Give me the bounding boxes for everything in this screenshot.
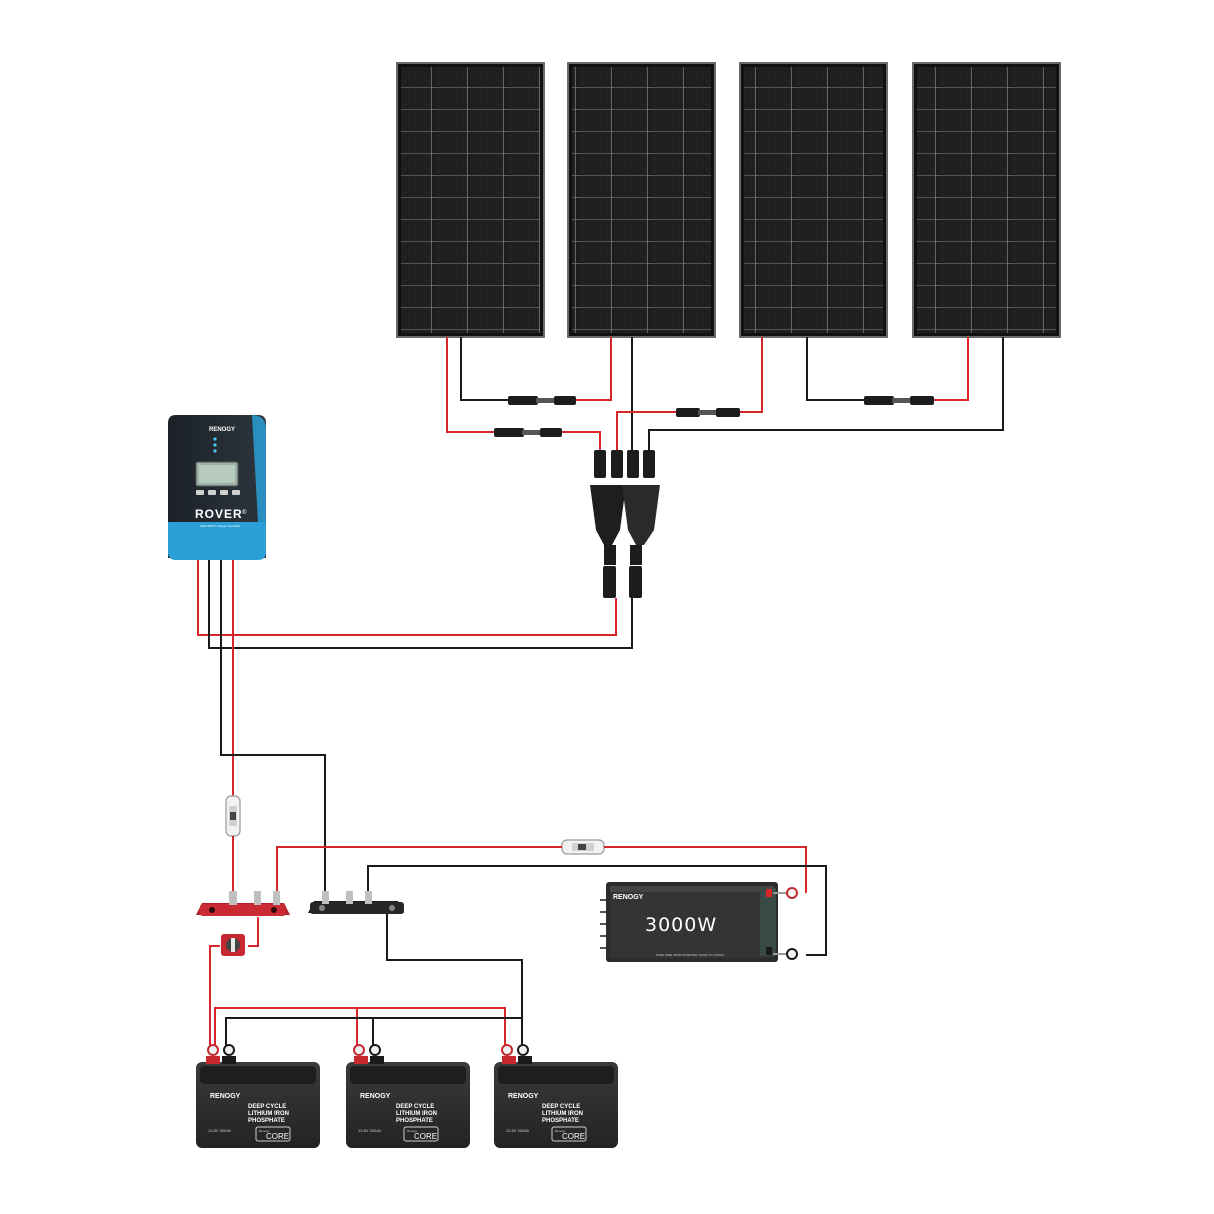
battery-badge: CORE — [414, 1132, 437, 1141]
ring-terminal-icon — [223, 1044, 235, 1056]
battery-badge: CORE — [266, 1132, 289, 1141]
pv-input-wiring — [197, 560, 633, 893]
ring-terminal-icon — [773, 887, 798, 960]
solar-panel-4 — [912, 62, 1061, 338]
mc4-connector-icon — [864, 396, 934, 405]
solar-panel-1 — [396, 62, 545, 338]
battery-line1: DEEP CYCLE — [542, 1104, 580, 1110]
mc4-connector-icon — [676, 408, 740, 417]
battery-line2: LITHIUM IRON — [542, 1111, 583, 1117]
dc-wiring — [209, 836, 827, 1046]
battery-switch-icon — [221, 934, 245, 956]
solar-panel-3 — [739, 62, 888, 338]
battery-2: RENOGY DEEP CYCLE LITHIUM IRON PHOSPHATE… — [346, 1044, 470, 1148]
battery-brand: RENOGY — [210, 1093, 241, 1100]
battery-badge: CORE — [562, 1132, 585, 1141]
panel-wiring — [446, 337, 1004, 452]
battery-line3: PHOSPHATE — [542, 1118, 579, 1124]
inverter-caption: PURE SINE WAVE INVERTER 12VDC TO 120VAC — [656, 953, 725, 957]
branch-connector-icon — [590, 450, 660, 598]
battery-line3: PHOSPHATE — [396, 1118, 433, 1124]
battery-badge-small: Renogy — [407, 1129, 418, 1133]
ring-terminal-icon — [207, 1044, 219, 1056]
battery-line1: DEEP CYCLE — [248, 1104, 286, 1110]
controller-model: ROVER — [195, 507, 243, 521]
mc4-connector-icon — [508, 396, 576, 405]
battery-spec: 12.8V 200Ah — [506, 1128, 529, 1133]
inverter-rating: 3000W — [645, 914, 717, 936]
negative-busbar — [308, 891, 404, 914]
inverter-brand: RENOGY — [613, 894, 644, 901]
battery-badge-small: Renogy — [555, 1129, 566, 1133]
solar-panel-2 — [567, 62, 716, 338]
battery-brand: RENOGY — [508, 1093, 539, 1100]
battery-3: RENOGY DEEP CYCLE LITHIUM IRON PHOSPHATE… — [494, 1044, 618, 1148]
positive-busbar — [196, 891, 290, 916]
charge-controller: RENOGY ROVER ® 100A MPPT Charge Controll… — [168, 415, 266, 560]
inverter: RENOGY 3000W PURE SINE WAVE INVERTER 12V… — [600, 882, 778, 962]
controller-brand: RENOGY — [209, 427, 235, 433]
battery-spec: 12.8V 200Ah — [358, 1128, 381, 1133]
battery-1: RENOGY DEEP CYCLE LITHIUM IRON PHOSPHATE… — [196, 1044, 320, 1148]
ring-terminal-icon — [517, 1044, 529, 1056]
battery-badge-small: Renogy — [259, 1129, 270, 1133]
ring-terminal-icon — [353, 1044, 365, 1056]
ring-terminal-icon — [369, 1044, 381, 1056]
battery-line2: LITHIUM IRON — [248, 1111, 289, 1117]
battery-line2: LITHIUM IRON — [396, 1111, 437, 1117]
battery-line3: PHOSPHATE — [248, 1118, 285, 1124]
battery-brand: RENOGY — [360, 1093, 391, 1100]
fuse-icon — [225, 795, 241, 837]
ring-terminal-icon — [501, 1044, 513, 1056]
battery-line1: DEEP CYCLE — [396, 1104, 434, 1110]
controller-model-mark: ® — [242, 509, 247, 516]
controller-caption: 100A MPPT Charge Controller — [200, 524, 240, 528]
battery-spec: 12.8V 200Ah — [208, 1128, 231, 1133]
mc4-connector-icon — [494, 428, 562, 437]
fuse-icon — [561, 839, 605, 855]
